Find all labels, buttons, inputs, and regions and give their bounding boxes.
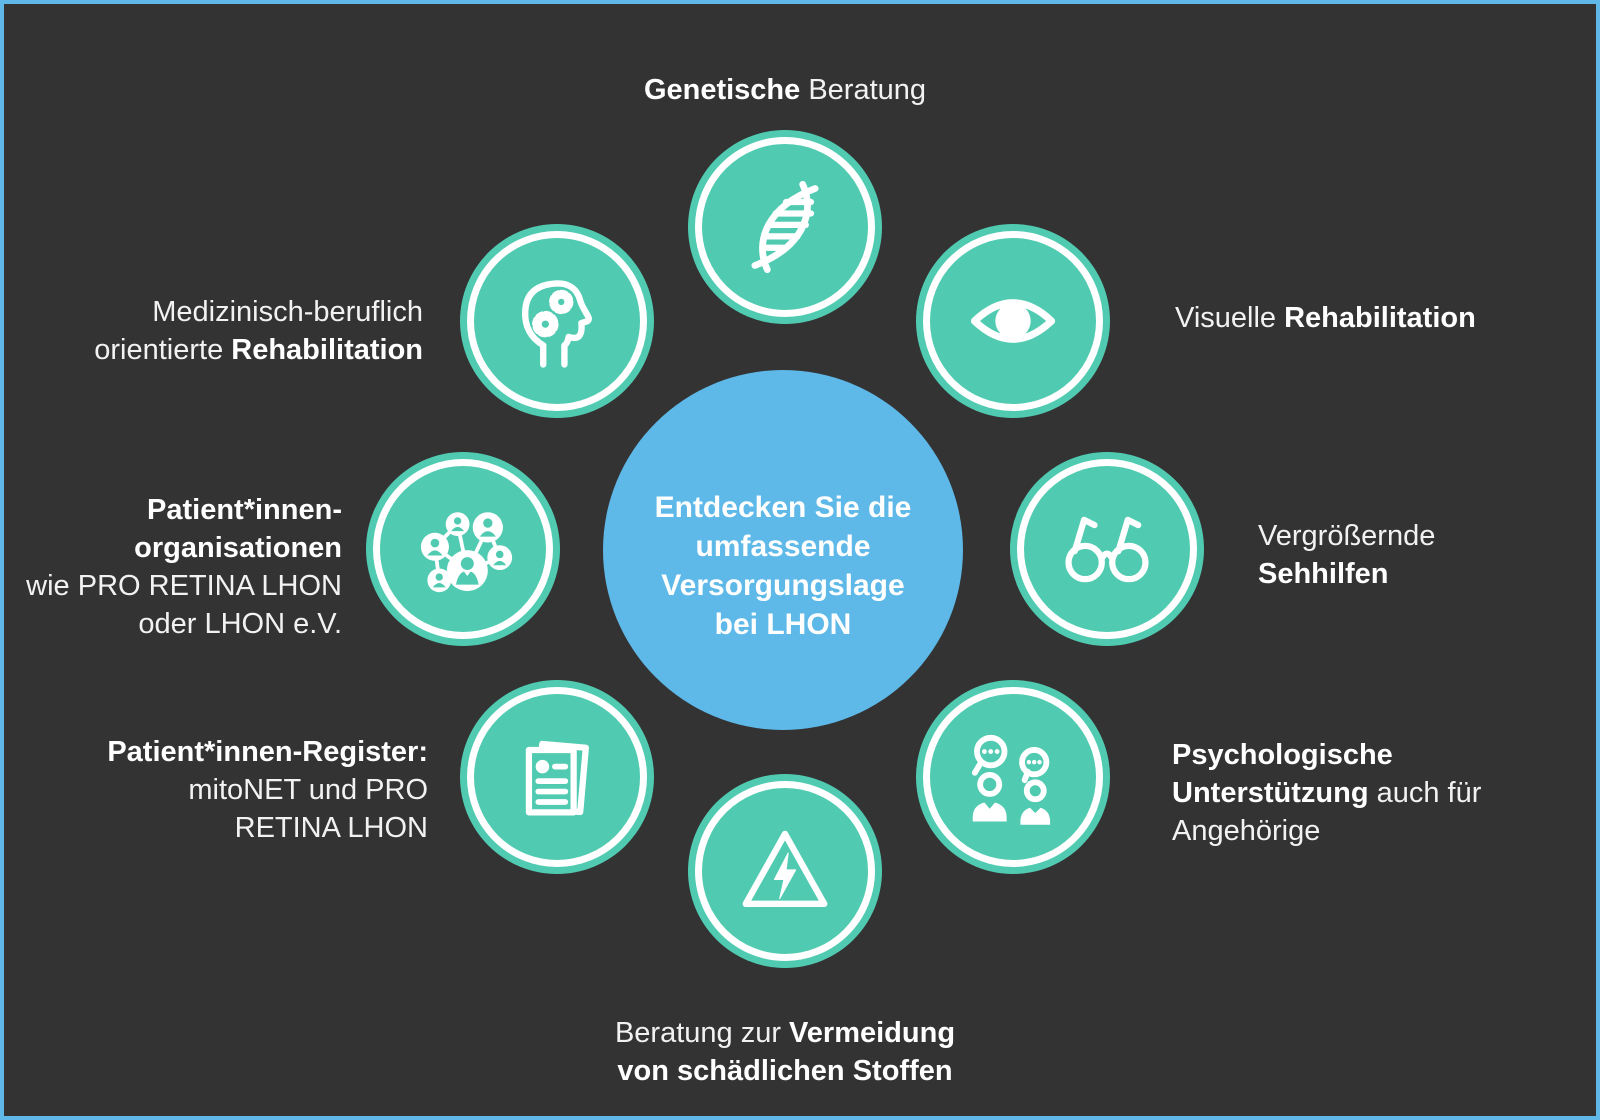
head-gears-icon [522, 280, 592, 368]
node-vermeidung-schaedlicher-stoffe [688, 774, 882, 968]
glasses-icon [1065, 516, 1149, 583]
speech-people-icon [971, 734, 1051, 825]
node-visuelle-rehabilitation [916, 224, 1110, 418]
network-icon [420, 512, 513, 593]
document-icon [525, 740, 589, 816]
node-patientinnen-register [460, 680, 654, 874]
node-medizinisch-berufliche-rehabilitation [460, 224, 654, 418]
node-genetische-beratung [688, 130, 882, 324]
eye-icon [970, 299, 1056, 343]
warning-triangle-icon [742, 830, 828, 908]
label-visuelle-rehabilitation: Visuelle Rehabilitation [1175, 302, 1476, 334]
label-genetische-beratung: Genetische Beratung [643, 74, 927, 106]
node-psychologische-unterstuetzung [916, 680, 1110, 874]
node-vergroessernde-sehhilfen [1010, 452, 1204, 646]
node-patientinnen-organisationen [366, 452, 560, 646]
dna-icon [751, 180, 819, 274]
